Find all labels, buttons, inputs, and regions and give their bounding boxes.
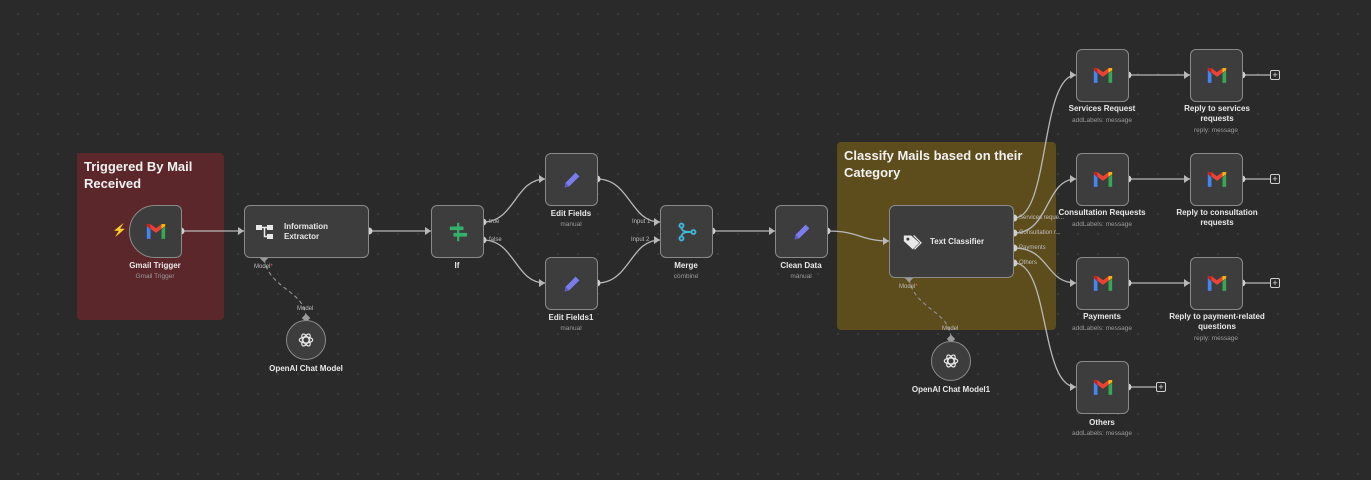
node-payments[interactable] (1076, 257, 1129, 310)
merge-icon (678, 222, 696, 241)
gmail-icon (1093, 380, 1112, 395)
node-label: Reply to services requests (1184, 104, 1250, 123)
merge-input1-label: Input 1 (632, 219, 651, 225)
node-label: If (454, 261, 460, 270)
connection-line (596, 239, 661, 284)
sticky-note-title: Classify Mails based on their Category (844, 148, 1023, 180)
connection-line (596, 178, 661, 223)
node-label: Consultation Requests (1058, 208, 1146, 217)
connection-line (826, 230, 890, 242)
connection-line (482, 239, 546, 284)
gmail-icon (1093, 68, 1112, 83)
model-port-label: Model (297, 306, 314, 312)
if-icon (449, 222, 467, 241)
pencil-icon (564, 276, 579, 291)
node-consultation-requests[interactable] (1076, 153, 1129, 206)
node-text-classifier[interactable]: Text Classifier (889, 205, 1014, 278)
node-gmail-trigger[interactable] (129, 205, 182, 258)
node-merge[interactable] (660, 205, 713, 258)
model-connection (263, 258, 307, 319)
node-clean-data[interactable] (775, 205, 828, 258)
node-label: Payments (1083, 312, 1121, 321)
node-reply-consultation[interactable] (1190, 153, 1243, 206)
classifier-output-label: Services reque... (1019, 215, 1065, 221)
gmail-icon (1093, 276, 1112, 291)
node-sublabel: combine (673, 273, 699, 280)
node-sublabel: addLabels: message (1072, 430, 1132, 437)
gmail-icon (1093, 172, 1112, 187)
node-label: Reply to payment-related questions (1169, 312, 1265, 331)
connection-line (1013, 262, 1077, 388)
node-reply-services[interactable] (1190, 49, 1243, 102)
node-label: OpenAI Chat Model (269, 364, 343, 373)
gmail-icon (1207, 276, 1226, 291)
model-port-label: Model* (899, 284, 918, 290)
node-sublabel: reply: message (1193, 335, 1239, 342)
node-sublabel: addLabels: message (1072, 117, 1132, 124)
connection-line (1013, 247, 1077, 284)
connection-line (482, 178, 546, 223)
connection-line (1013, 74, 1077, 219)
node-label: Others (1089, 418, 1115, 427)
node-sublabel: manual (790, 273, 812, 280)
true-port-label: true (489, 219, 500, 225)
trigger-bolt-icon: ⚡ (112, 223, 127, 237)
add-node-button[interactable]: + (1270, 278, 1280, 288)
classifier-output-label: Others (1019, 260, 1038, 266)
tag-icon (903, 234, 922, 250)
add-node-button[interactable]: + (1270, 70, 1280, 80)
node-label: Edit Fields1 (548, 313, 594, 322)
node-label: Merge (674, 261, 698, 270)
node-sublabel: Gmail Trigger (135, 273, 175, 280)
node-edit-fields1[interactable] (545, 257, 598, 310)
node-label: OpenAI Chat Model1 (911, 385, 991, 394)
model-port-label: Model* (254, 264, 273, 270)
node-label: Text Classifier (930, 236, 985, 246)
node-sublabel: addLabels: message (1072, 325, 1132, 332)
node-openai-chat-model[interactable] (286, 320, 326, 360)
node-sublabel: manual (560, 325, 582, 332)
node-openai-chat-model1[interactable] (931, 341, 971, 381)
node-sublabel: addLabels: message (1072, 221, 1132, 228)
pencil-icon (564, 172, 579, 187)
classifier-output-label: Payments (1019, 245, 1046, 251)
connection-line (1013, 178, 1077, 234)
model-port-label: Model (942, 326, 959, 332)
gmail-icon (1207, 172, 1226, 187)
openai-icon (943, 354, 959, 368)
node-edit-fields[interactable] (545, 153, 598, 206)
node-information-extractor[interactable]: Information Extractor (244, 205, 369, 258)
node-services-request[interactable] (1076, 49, 1129, 102)
node-reply-payment[interactable] (1190, 257, 1243, 310)
false-port-label: false (489, 237, 502, 243)
node-label: Reply to consultation requests (1176, 208, 1258, 227)
node-label: Clean Data (780, 261, 822, 270)
node-others[interactable] (1076, 361, 1129, 414)
node-if[interactable] (431, 205, 484, 258)
node-label: Edit Fields (550, 209, 592, 218)
node-sublabel: manual (560, 221, 582, 228)
sticky-note-trigger[interactable]: Triggered By Mail Received (77, 153, 224, 320)
add-node-button[interactable]: + (1270, 174, 1280, 184)
node-label: Information Extractor (284, 221, 328, 241)
sticky-note-title: Triggered By Mail Received (84, 159, 193, 191)
node-label: Services Request (1068, 104, 1136, 113)
add-node-button[interactable]: + (1156, 382, 1166, 392)
gmail-icon (1207, 68, 1226, 83)
pencil-icon (794, 224, 809, 239)
gmail-icon (146, 224, 165, 239)
node-sublabel: reply: message (1193, 127, 1239, 134)
openai-icon (298, 333, 314, 347)
model-connection (908, 278, 952, 340)
classifier-output-label: Consultation r... (1019, 230, 1061, 236)
merge-input2-label: Input 2 (631, 237, 650, 243)
node-label: Gmail Trigger (129, 261, 181, 270)
extractor-icon (256, 224, 273, 239)
